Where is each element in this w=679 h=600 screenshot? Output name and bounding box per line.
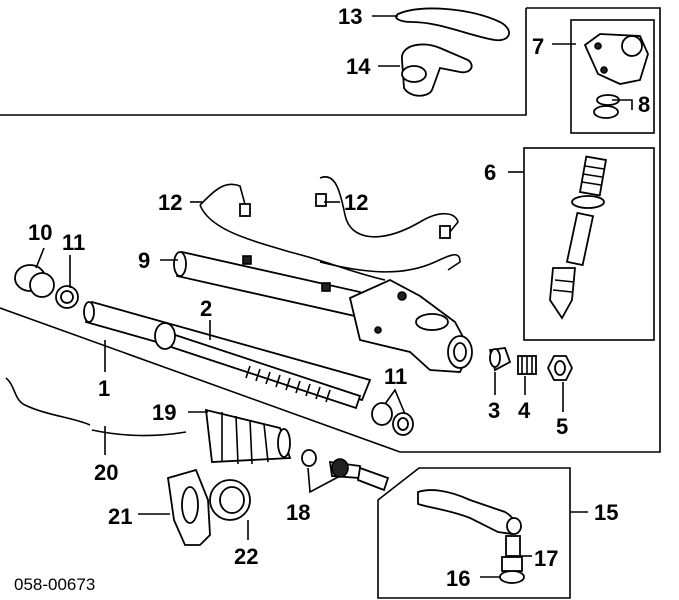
callout-11-left: 11 — [62, 230, 85, 255]
callout-16: 16 — [446, 566, 470, 591]
part-6-pinion — [549, 155, 608, 320]
callout-1: 1 — [98, 376, 110, 401]
part-8-orings — [593, 94, 620, 119]
callout-2: 2 — [200, 296, 212, 321]
callout-8: 8 — [638, 92, 650, 117]
part-5-nut — [546, 355, 574, 381]
rack-teeth — [245, 365, 331, 403]
part-20-rod — [5, 377, 187, 437]
main-frame — [0, 7, 661, 453]
callout-17: 17 — [534, 546, 558, 571]
part-16-17-hardware — [499, 556, 525, 584]
callout-10: 10 — [28, 220, 52, 245]
callouts: 13 14 7 8 6 12 12 10 11 9 2 1 11 3 4 5 1… — [28, 4, 650, 591]
callout-7: 7 — [532, 34, 544, 59]
part-14-mount — [401, 43, 473, 97]
part-13-bracket — [395, 7, 510, 42]
callout-22: 22 — [234, 544, 258, 569]
part-2-rack — [154, 322, 362, 410]
part-12-pipes — [199, 176, 461, 281]
diagram-code: 058-00673 — [14, 575, 95, 594]
callout-12-right: 12 — [344, 190, 368, 215]
part-7-valve-body — [583, 33, 649, 85]
callout-9: 9 — [138, 248, 150, 273]
box-part-7-8 — [570, 19, 655, 134]
callout-15: 15 — [594, 500, 618, 525]
callout-11-right: 11 — [384, 364, 407, 389]
leader-lines — [35, 15, 633, 578]
callout-12-left: 12 — [158, 190, 182, 215]
callout-19: 19 — [152, 400, 176, 425]
part-10-bushing — [14, 264, 55, 298]
part-3-sleeve — [488, 347, 512, 372]
callout-6: 6 — [484, 160, 496, 185]
part-11-ring-right — [371, 402, 414, 436]
part-15-tierod-end — [417, 489, 522, 557]
part-4-spring — [517, 355, 537, 375]
part-22-bushing — [209, 479, 251, 521]
valve-housing — [348, 278, 473, 373]
part-18-tierod — [301, 449, 390, 492]
callout-5: 5 — [556, 414, 568, 439]
callout-13: 13 — [338, 4, 362, 29]
box-part-15 — [377, 467, 571, 599]
callout-18: 18 — [286, 500, 310, 525]
callout-21: 21 — [108, 504, 132, 529]
callout-20: 20 — [94, 460, 118, 485]
part-11-ring-left — [55, 285, 79, 309]
callout-14: 14 — [346, 54, 371, 79]
callout-4: 4 — [518, 398, 531, 423]
part-21-bracket — [166, 468, 211, 546]
box-part-6 — [523, 147, 655, 341]
part-19-boot — [204, 408, 292, 465]
callout-3: 3 — [488, 398, 500, 423]
